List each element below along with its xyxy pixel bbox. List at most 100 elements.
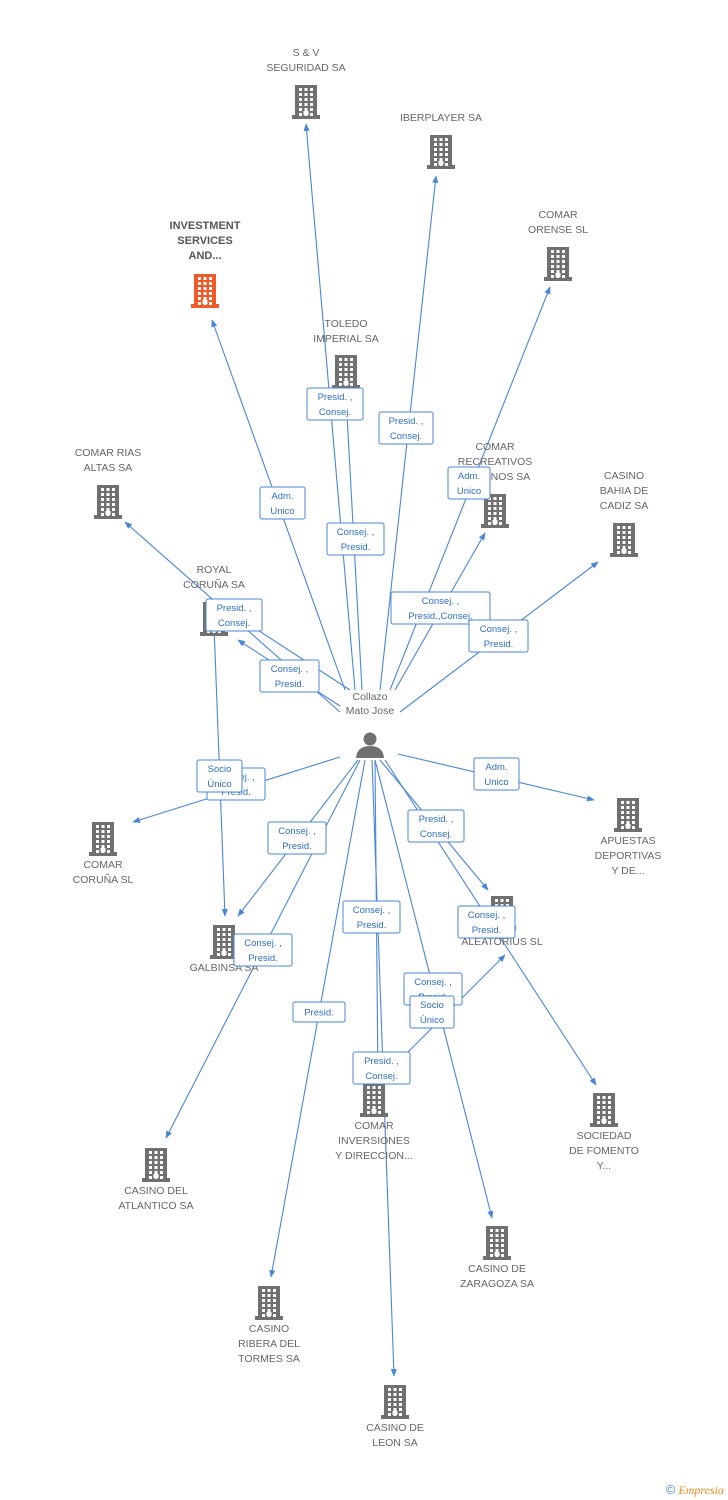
role-badge-r-inv1[interactable]: Consej. ,Presid.	[342, 900, 401, 934]
role-badge-r-recre[interactable]: Consej. ,Presid.,Consej.	[390, 591, 491, 625]
company-label-line: RIBERA DEL	[238, 1338, 300, 1350]
role-badge-r-galb[interactable]: Consej. ,Presid.	[267, 821, 327, 855]
company-label-line: CADIZ SA	[600, 500, 648, 512]
building-icon	[142, 1148, 170, 1182]
company-label-line: Y DIRECCION...	[335, 1150, 412, 1162]
building-icon	[610, 523, 638, 557]
role-badge-r-aleat1[interactable]: Presid. ,Consej.	[407, 809, 465, 843]
company-node-investment[interactable]: INVESTMENT SERVICES AND...	[170, 220, 241, 308]
role-badge-r-aleat2[interactable]: Consej. , Presid.	[457, 905, 516, 939]
role-text-line: Consej.	[319, 407, 351, 418]
role-text-line: Adm.	[271, 491, 293, 502]
company-label-line: CORUÑA SL	[73, 873, 134, 886]
role-text-line: Consej. ,	[244, 938, 282, 949]
company-label-line: RECREATIVOS	[458, 456, 532, 468]
role-text-line: Unico	[484, 777, 508, 788]
company-label-line: CORUÑA SA	[183, 578, 245, 591]
company-label-line: Y DE...	[611, 865, 644, 877]
company-node-comar-orense[interactable]: COMAR ORENSE SL	[528, 209, 588, 281]
role-text-line: Consej. ,	[278, 826, 316, 837]
role-text-line: Presid.	[275, 679, 305, 690]
company-label-line: ALTAS SA	[84, 462, 133, 474]
roles-layer: Presid. ,Consej.Presid. ,Consej.Adm.Unic…	[196, 387, 529, 1085]
role-text-line: Único	[207, 779, 231, 790]
role-text-line: Único	[420, 1015, 444, 1026]
building-icon	[332, 355, 360, 389]
company-label-line: IBERPLAYER SA	[400, 112, 482, 124]
role-badge-r-invest[interactable]: Adm.Unico	[259, 486, 306, 520]
building-icon	[544, 247, 572, 281]
company-node-iberplayer[interactable]: IBERPLAYER SA	[400, 112, 482, 169]
role-badge-r-sv[interactable]: Consej. ,Presid.	[326, 522, 385, 556]
company-label-line: COMAR	[83, 859, 123, 871]
company-label-line: SERVICES	[177, 235, 232, 247]
company-node-comar-coruna[interactable]: COMAR CORUÑA SL	[73, 822, 134, 886]
role-text-line: Presid.	[304, 1008, 334, 1019]
role-badge-r-royal2[interactable]: Consej. , Presid.	[259, 659, 320, 693]
role-text-line: Presid.	[357, 920, 387, 931]
building-icon	[381, 1385, 409, 1419]
role-badge-r-atl[interactable]: Consej. ,Presid.	[233, 933, 293, 967]
role-badge-r-royal[interactable]: Presid. ,Consej.	[205, 598, 263, 632]
company-label-line: CASINO DE	[468, 1263, 526, 1275]
building-icon	[255, 1286, 283, 1320]
building-icon	[360, 1083, 388, 1117]
company-label-line: ALEATORIUS SL	[461, 936, 542, 948]
role-badge-r-apuestas[interactable]: Adm. Unico	[473, 757, 520, 791]
company-label-line: INVESTMENT	[170, 220, 241, 232]
company-label-line: ATLANTICO SA	[118, 1200, 193, 1212]
role-badge-r-iber[interactable]: Presid. ,Consej.	[378, 411, 434, 445]
company-node-casino-zaragoza[interactable]: CASINO DE ZARAGOZA SA	[460, 1226, 534, 1290]
building-icon	[94, 485, 122, 519]
company-node-casino-atlantico[interactable]: CASINO DEL ATLANTICO SA	[118, 1148, 194, 1212]
role-text-line: Adm.	[485, 762, 507, 773]
company-label-line: APUESTAS	[600, 835, 655, 847]
company-node-comar-rias[interactable]: COMAR RIAS ALTAS SA	[75, 447, 142, 519]
role-badge-r-bahia[interactable]: Consej. ,Presid.	[468, 619, 529, 653]
building-icon	[483, 1226, 511, 1260]
role-text-line: Consej. ,	[271, 664, 309, 675]
company-label-line: COMAR RIAS	[75, 447, 142, 459]
role-text-line: Consej. ,	[468, 910, 506, 921]
company-label-line: SEGURIDAD SA	[266, 62, 345, 74]
footer-brand[interactable]: © Empresia	[666, 1482, 724, 1498]
role-text-line: Consej. ,	[480, 624, 518, 635]
role-badge-r-leon[interactable]: Presid. ,Consej.	[352, 1051, 411, 1085]
copyright-icon: ©	[665, 1482, 676, 1497]
role-badge-r-recre-adm[interactable]: Adm.Unico	[447, 466, 491, 500]
role-text-line: Consej. ,	[414, 977, 452, 988]
company-label-line: COMAR	[538, 209, 578, 221]
company-label-line: ORENSE SL	[528, 224, 588, 236]
building-icon	[481, 494, 509, 528]
role-text-line: Presid.,Consej.	[408, 611, 472, 622]
role-badge-r-ribera[interactable]: Presid.	[292, 1001, 346, 1023]
company-label-line: TORMES SA	[238, 1353, 300, 1365]
company-label-line: CASINO DE	[366, 1422, 424, 1434]
role-badge-r-toledo[interactable]: Presid. , Consej.	[306, 387, 364, 421]
role-text-line: Presid.	[472, 925, 502, 936]
role-text-line: Presid. ,	[318, 392, 353, 403]
company-label-line: CASINO DEL	[124, 1185, 188, 1197]
company-label-line: INVERSIONES	[338, 1135, 410, 1147]
company-label-line: BAHIA DE	[600, 485, 648, 497]
building-icon	[292, 85, 320, 119]
role-text-line: Socio	[208, 764, 232, 775]
building-icon	[191, 274, 219, 308]
company-label-line: ZARAGOZA SA	[460, 1278, 534, 1290]
building-icon	[590, 1093, 618, 1127]
role-text-line: Presid. ,	[389, 416, 424, 427]
company-label-line: AND...	[189, 250, 222, 262]
role-text-line: Socio	[420, 1000, 444, 1011]
